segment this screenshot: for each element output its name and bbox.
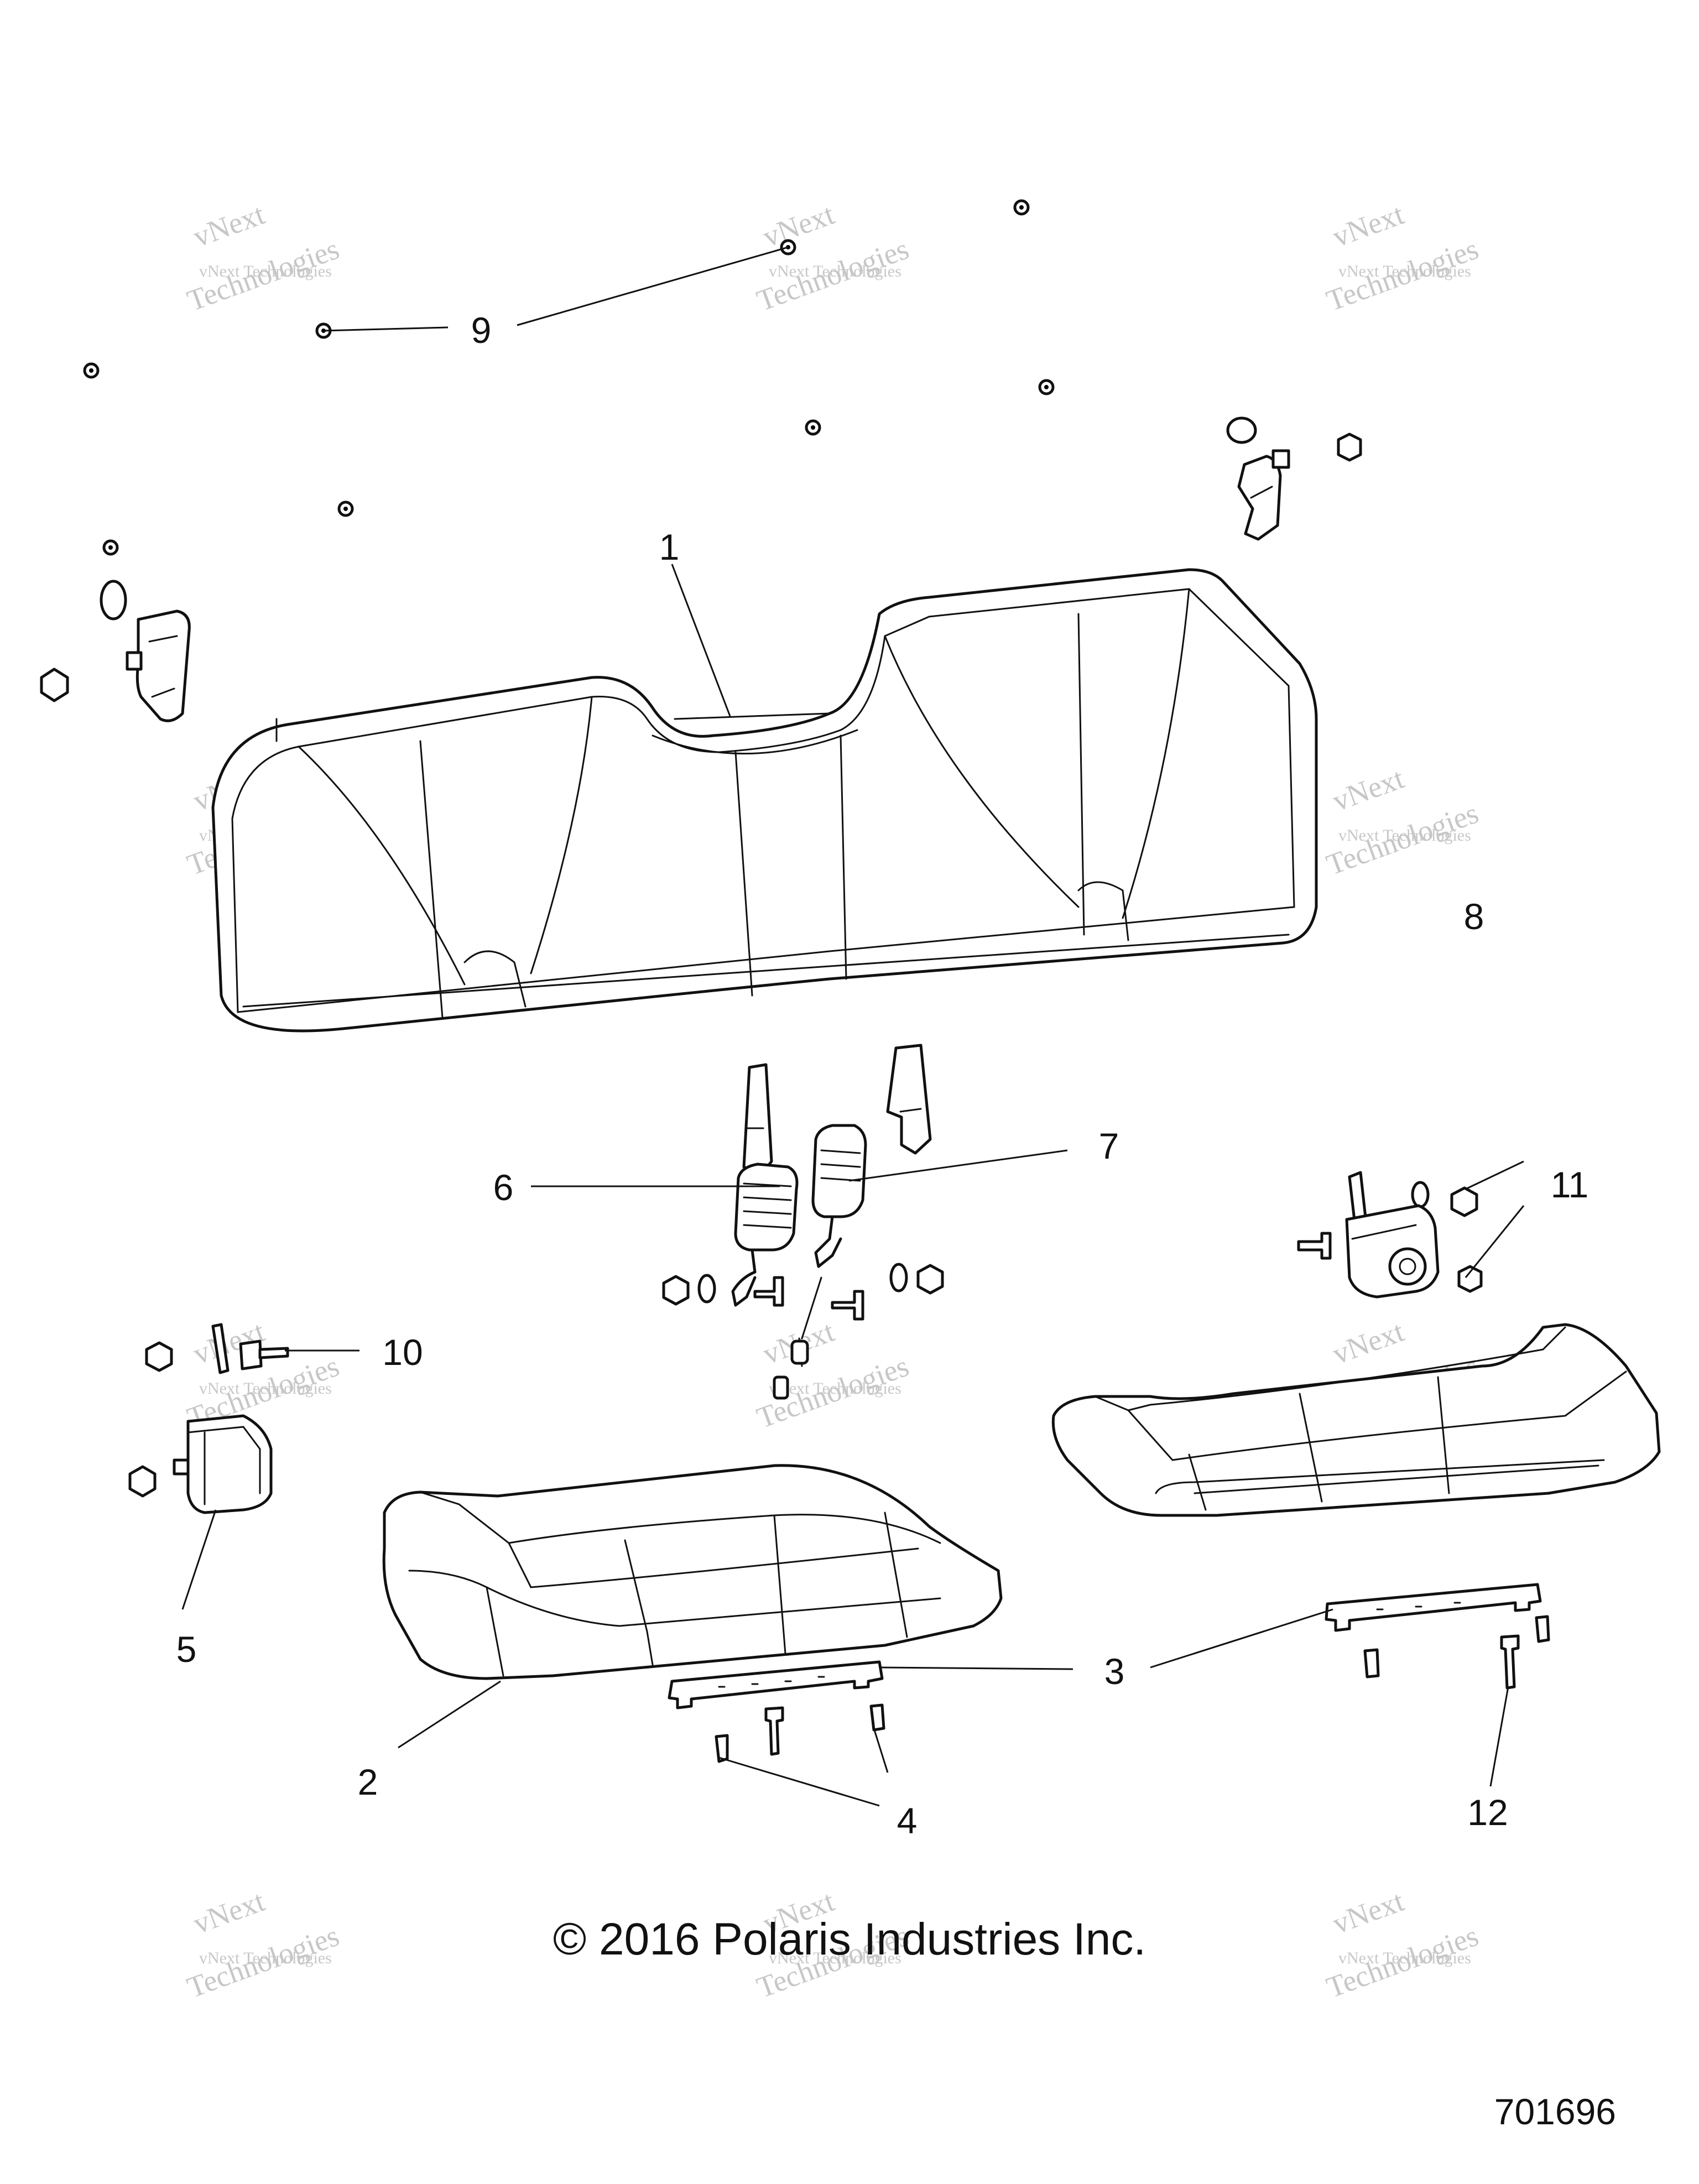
seat-back-part-1 xyxy=(211,568,1318,1033)
watermark: vNext vNext Technologies Technologies xyxy=(183,197,343,317)
rail-right-part-3 xyxy=(1325,1583,1542,1632)
fasteners-part-12 xyxy=(1363,1615,1550,1690)
callout-10: 10 xyxy=(382,1332,423,1373)
belt-latch-left xyxy=(742,1063,773,1177)
buckle-part-7 xyxy=(773,1124,867,1400)
svg-text:vNext: vNext xyxy=(1328,1315,1409,1371)
callout-11: 11 xyxy=(1551,1164,1589,1205)
callout-9: 9 xyxy=(471,310,492,351)
seat-bottom-left-part-2 xyxy=(382,1464,1003,1680)
fasteners-part-10 xyxy=(145,1323,289,1374)
svg-text:vNext Technologies: vNext Technologies xyxy=(199,1949,332,1967)
retractor-part-11 xyxy=(1345,1204,1440,1299)
bracket-right-part-8 xyxy=(1226,416,1362,541)
svg-text:vNext Technologies: vNext Technologies xyxy=(1338,262,1471,280)
seat-bottom-right xyxy=(1051,1323,1661,1517)
drawing-number: 701696 xyxy=(1494,2091,1616,2132)
svg-text:vNext: vNext xyxy=(189,197,269,254)
clip-icon xyxy=(1013,199,1030,216)
belt-latch-right xyxy=(886,1044,932,1155)
svg-text:vNext Technologies: vNext Technologies xyxy=(1338,1949,1471,1967)
callout-7: 7 xyxy=(1099,1125,1119,1166)
callout-6: 6 xyxy=(493,1167,514,1208)
watermark: vNext vNext Technologies Technologies xyxy=(183,1315,343,1435)
svg-text:vNext Technologies: vNext Technologies xyxy=(769,262,901,280)
fasteners-part-4 xyxy=(715,1703,885,1763)
clip-icon xyxy=(1038,379,1055,395)
svg-text:vNext Technologies: vNext Technologies xyxy=(769,1949,901,1967)
callout-5: 5 xyxy=(176,1629,197,1670)
clip-icon xyxy=(83,362,100,379)
clip-icon xyxy=(337,501,354,517)
watermark: vNext vNext Technologies Technologies xyxy=(1322,762,1483,882)
callout-2: 2 xyxy=(358,1761,378,1802)
buckle-part-6 xyxy=(731,1163,799,1307)
svg-text:vNext Technologies: vNext Technologies xyxy=(199,1379,332,1398)
callout-numbers: 1 2 3 4 5 6 7 8 9 10 11 12 xyxy=(176,310,1589,1841)
watermark: vNext vNext Technologies Technologies xyxy=(753,1315,913,1435)
svg-text:vNext Technologies: vNext Technologies xyxy=(1338,826,1471,845)
callout-12: 12 xyxy=(1467,1792,1508,1833)
watermark: vNext vNext Technologies Technologies xyxy=(753,197,913,317)
callout-3: 3 xyxy=(1104,1651,1125,1692)
callout-1: 1 xyxy=(659,527,680,567)
callout-4: 4 xyxy=(897,1800,918,1841)
svg-text:vNext: vNext xyxy=(1328,762,1409,818)
fasteners-center xyxy=(662,1263,944,1321)
copyright-notice: © 2016 Polaris Industries Inc. xyxy=(553,1914,1146,1964)
clip-icon xyxy=(805,419,821,436)
svg-text:vNext Technologies: vNext Technologies xyxy=(199,262,332,280)
rail-left-part-3 xyxy=(668,1660,884,1709)
svg-text:vNext: vNext xyxy=(759,197,839,254)
svg-text:vNext Technologies: vNext Technologies xyxy=(769,1379,901,1398)
retractor-part-5 xyxy=(128,1414,273,1514)
watermark: vNext vNext Technologies Technologies xyxy=(1322,197,1483,317)
clip-icon xyxy=(102,539,119,556)
callout-8: 8 xyxy=(1464,896,1484,937)
leader-lines xyxy=(181,246,1525,1807)
svg-text:vNext: vNext xyxy=(1328,197,1409,254)
bracket-left-part-8 xyxy=(40,580,191,722)
